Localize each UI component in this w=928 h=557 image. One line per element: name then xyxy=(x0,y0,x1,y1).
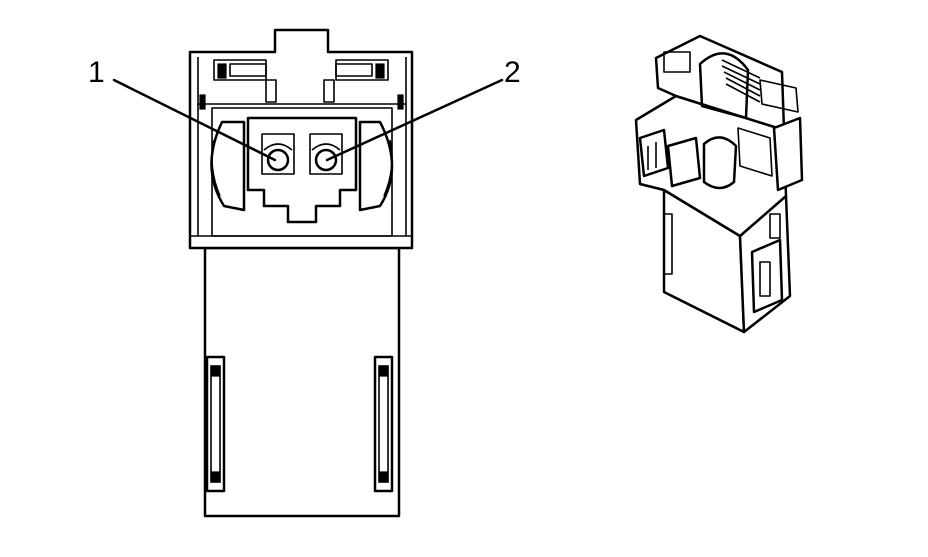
leader-line-1 xyxy=(112,78,277,162)
terminal-cavity-1 xyxy=(266,148,290,172)
connector-lower-body xyxy=(203,246,401,518)
callout-label-2: 2 xyxy=(504,56,521,89)
callout-label-1: 1 xyxy=(88,56,105,89)
leader-line-2 xyxy=(325,78,504,162)
latch-right xyxy=(358,120,394,212)
lock-slot-right xyxy=(373,355,394,493)
connector-isometric-view xyxy=(634,34,804,334)
lock-slot-left xyxy=(205,355,226,493)
latch-left xyxy=(210,120,246,212)
connector-front-view xyxy=(188,28,414,518)
